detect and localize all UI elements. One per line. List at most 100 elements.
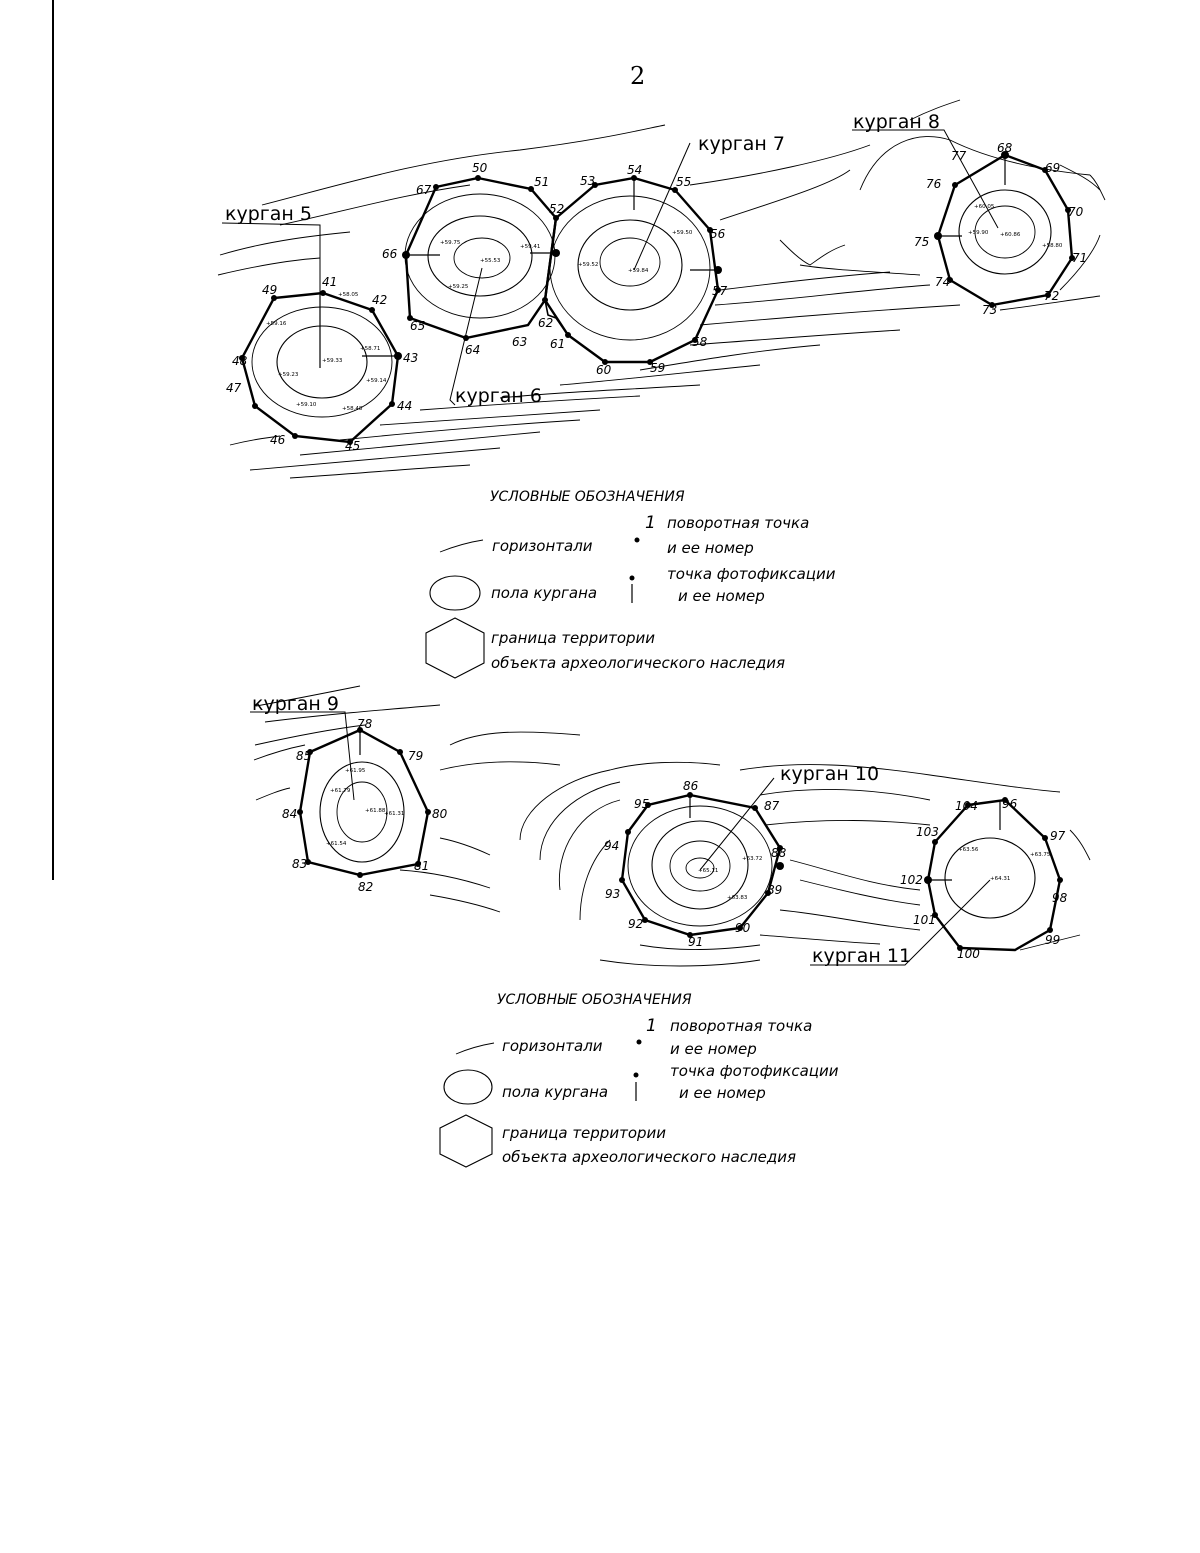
point-number-p54: 54 bbox=[627, 163, 642, 177]
point-number-p48: 48 bbox=[232, 354, 248, 368]
point-number-p74: 74 bbox=[935, 275, 950, 289]
label-mound-7: курган 7 bbox=[698, 133, 785, 155]
elevation-mark-e26: +63.72 bbox=[742, 856, 762, 862]
elevation-mark-e30: +63.75 bbox=[1030, 852, 1051, 858]
elevation-mark-e2: +59.23 bbox=[278, 372, 299, 378]
point-number-p55: 55 bbox=[676, 175, 691, 189]
point-number-p95: 95 bbox=[634, 797, 649, 811]
legend-text-num: 1 bbox=[645, 513, 656, 533]
legend-text-photo_1: точка фотофиксации bbox=[667, 565, 836, 583]
elevation-mark-e23: +61.79 bbox=[330, 788, 351, 794]
point-number-p83: 83 bbox=[292, 857, 307, 871]
point-number-p58: 58 bbox=[692, 335, 708, 349]
point-number-p90: 90 bbox=[735, 921, 751, 935]
elevation-mark-e28: +64.31 bbox=[990, 876, 1010, 882]
point-number-p103: 103 bbox=[916, 825, 939, 839]
mound-5-floor bbox=[276, 325, 368, 399]
point-number-p96: 96 bbox=[1002, 797, 1018, 811]
point-number-p60: 60 bbox=[596, 363, 612, 377]
point-number-p44: 44 bbox=[397, 399, 412, 413]
elevation-mark-e13: +59.84 bbox=[628, 268, 649, 274]
point-number-p100: 100 bbox=[957, 947, 980, 961]
legend-text-title: УСЛОВНЫЕ ОБОЗНАЧЕНИЯ bbox=[497, 992, 692, 1008]
mound-6-floor bbox=[427, 215, 533, 297]
elevation-mark-e1: +59.33 bbox=[322, 358, 343, 364]
legend-text-turn_point_1: поворотная точка bbox=[667, 514, 809, 532]
mound-8-floor bbox=[958, 189, 1052, 275]
point-number-p84: 84 bbox=[282, 807, 297, 821]
point-number-p50: 50 bbox=[472, 161, 488, 175]
point-number-p94: 94 bbox=[604, 839, 619, 853]
mound-10 bbox=[619, 777, 784, 938]
point-number-p77: 77 bbox=[951, 149, 967, 163]
point-number-p80: 80 bbox=[432, 807, 448, 821]
point-number-p81: 81 bbox=[414, 859, 429, 873]
legend-text-turn_point_2: и ее номер bbox=[670, 1040, 757, 1058]
elevation-mark-e11: +59.25 bbox=[448, 284, 469, 290]
point-number-p89: 89 bbox=[767, 883, 782, 897]
legend-text-boundary_2: объекта археологического наследия bbox=[502, 1148, 796, 1166]
elevation-marks-bottom: +61.88 +61.95 +61.54 +61.79 +61.31 +65.1… bbox=[326, 768, 1051, 901]
mound-6-boundary bbox=[404, 176, 558, 340]
point-number-p61: 61 bbox=[550, 337, 565, 351]
label-mound-6: курган 6 bbox=[455, 385, 542, 407]
legend-text-turn_point_2: и ее номер bbox=[667, 539, 754, 557]
point-number-p43: 43 bbox=[403, 351, 418, 365]
point-number-p71: 71 bbox=[1072, 251, 1087, 265]
mound-6 bbox=[402, 175, 560, 406]
elevation-mark-e8: +58.48 bbox=[342, 406, 363, 412]
elevation-mark-e16: +60.86 bbox=[1000, 232, 1021, 238]
label-mound-8: курган 8 bbox=[853, 111, 940, 133]
point-number-p52: 52 bbox=[549, 202, 564, 216]
label-mound-5: курган 5 bbox=[225, 203, 312, 225]
elevation-mark-e17: +60.05 bbox=[974, 204, 995, 210]
elevation-mark-e29: +63.56 bbox=[958, 847, 979, 853]
mound-9 bbox=[250, 711, 431, 878]
legend-text-contours: горизонтали bbox=[502, 1037, 603, 1055]
point-number-p66: 66 bbox=[382, 247, 398, 261]
point-number-p67: 67 bbox=[416, 183, 432, 197]
legend-text-boundary_1: граница территории bbox=[491, 629, 655, 647]
point-number-p45: 45 bbox=[345, 439, 360, 453]
elevation-mark-e24: +61.31 bbox=[384, 811, 404, 817]
point-numbers-bottom: 78 79 80 81 82 83 84 85 86 87 88 89 90 9… bbox=[282, 717, 1068, 961]
point-number-p53: 53 bbox=[580, 174, 595, 188]
point-number-p86: 86 bbox=[683, 779, 699, 793]
legend-text-turn_point_1: поворотная точка bbox=[670, 1017, 812, 1035]
point-numbers-top: 41 42 43 44 45 46 47 48 49 50 51 52 53 5… bbox=[226, 141, 1087, 453]
elevation-mark-e7: +59.10 bbox=[296, 402, 317, 408]
point-number-p97: 97 bbox=[1050, 829, 1066, 843]
point-number-p64: 64 bbox=[465, 343, 480, 357]
point-number-p65: 65 bbox=[410, 319, 425, 333]
point-number-p63: 63 bbox=[512, 335, 527, 349]
point-number-p101: 101 bbox=[913, 913, 936, 927]
label-mound-10: курган 10 bbox=[780, 763, 879, 785]
elevation-mark-e5: +58.71 bbox=[360, 346, 380, 352]
elevation-mark-e3: +59.16 bbox=[266, 321, 287, 327]
contour-lines-top bbox=[217, 99, 1106, 479]
elevation-mark-e9: +55.53 bbox=[480, 258, 501, 264]
mound-11-floor bbox=[944, 837, 1036, 919]
point-number-p92: 92 bbox=[628, 917, 643, 931]
point-number-p59: 59 bbox=[650, 361, 665, 375]
page-number: 2 bbox=[630, 62, 646, 90]
elevation-mark-e19: +59.90 bbox=[968, 230, 989, 236]
mound-11-boundary bbox=[926, 798, 1062, 952]
legend-bottom: УСЛОВНЫЕ ОБОЗНАЧЕНИЯ 1 поворотная точка … bbox=[439, 992, 839, 1168]
legend-text-photo_1: точка фотофиксации bbox=[670, 1062, 839, 1080]
point-number-p49: 49 bbox=[262, 283, 277, 297]
point-number-p46: 46 bbox=[270, 433, 286, 447]
legend-text-photo_2: и ее номер bbox=[678, 587, 765, 605]
elevation-mark-e12: +59.41 bbox=[520, 244, 540, 250]
mound-7 bbox=[543, 142, 722, 365]
label-mound-11: курган 11 bbox=[812, 945, 911, 967]
legend-text-floor: пола кургана bbox=[502, 1083, 608, 1101]
elevation-mark-e15: +59.52 bbox=[578, 262, 598, 268]
page-margin-line bbox=[52, 0, 54, 880]
mound-5-boundary bbox=[240, 291, 400, 444]
legend-text-boundary_2: объекта археологического наследия bbox=[491, 654, 785, 672]
legend-text-contours: горизонтали bbox=[492, 537, 593, 555]
point-number-p51: 51 bbox=[534, 175, 549, 189]
point-number-p87: 87 bbox=[764, 799, 780, 813]
